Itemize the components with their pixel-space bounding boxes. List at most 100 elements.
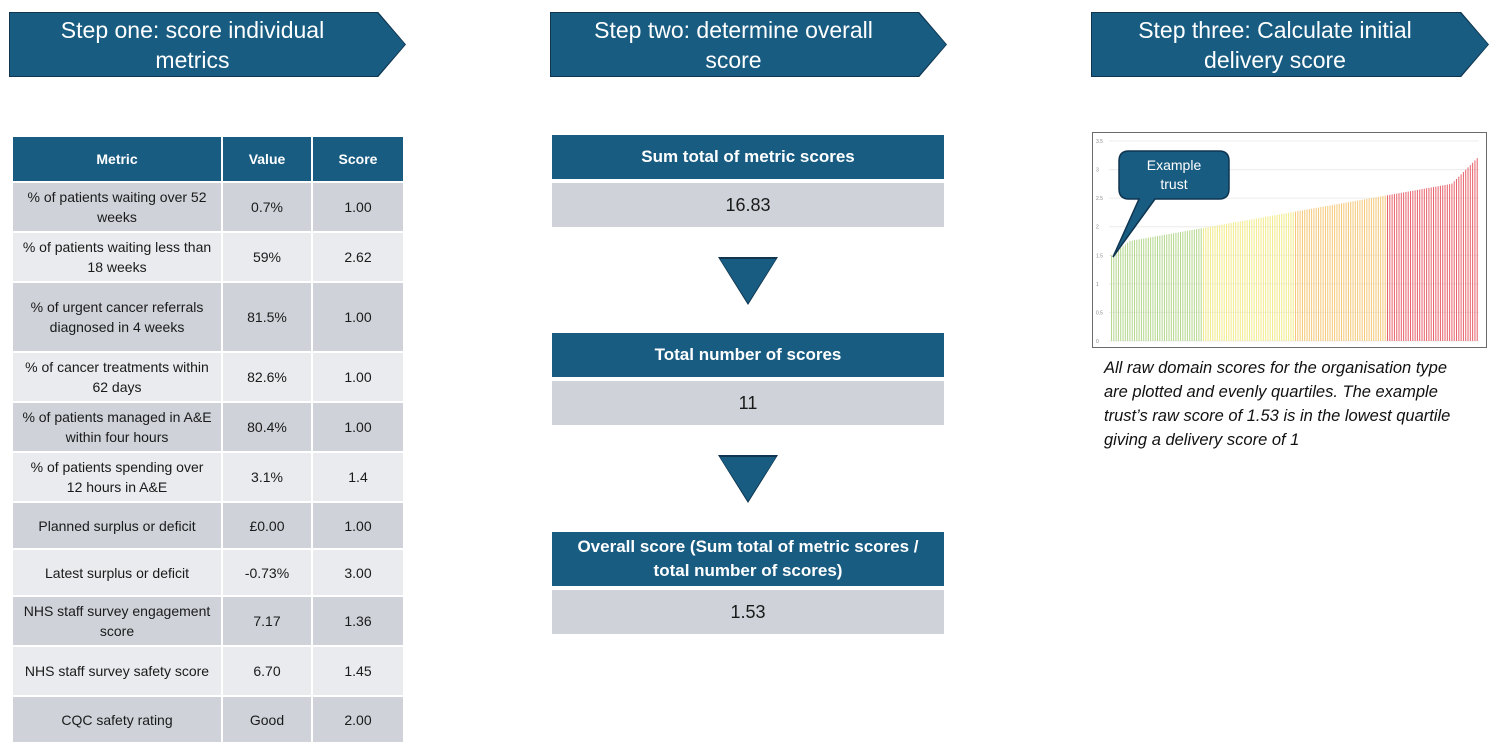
quartile-chart-svg: 3.532.521.510.50 Example trust bbox=[1096, 139, 1479, 345]
chart-bar bbox=[1375, 197, 1377, 341]
step-three-title-line1: Step three: Calculate initial bbox=[1138, 16, 1412, 43]
chart-bar bbox=[1163, 234, 1165, 341]
chart-bar bbox=[1168, 234, 1170, 341]
chart-bar bbox=[1451, 183, 1453, 341]
metric-cell: Planned surplus or deficit bbox=[11, 501, 223, 550]
metric-cell: CQC safety rating bbox=[11, 695, 223, 744]
chart-bar bbox=[1145, 238, 1147, 341]
table-row: % of patients waiting less than 18 weeks… bbox=[11, 231, 405, 283]
score-cell: 1.00 bbox=[311, 501, 405, 550]
chart-bar bbox=[1235, 222, 1237, 341]
score-cell: 1.00 bbox=[311, 351, 405, 403]
chart-bar bbox=[1127, 242, 1129, 341]
chart-bar bbox=[1120, 248, 1122, 341]
chart-bar bbox=[1299, 210, 1301, 341]
chart-bar bbox=[1380, 196, 1382, 341]
chart-bar bbox=[1465, 169, 1467, 341]
chart-bar bbox=[1239, 221, 1241, 341]
score-cell: 1.00 bbox=[311, 281, 405, 353]
chart-bar bbox=[1223, 224, 1225, 341]
chart-bar bbox=[1150, 237, 1152, 341]
chart-bar bbox=[1255, 218, 1257, 341]
total-number-header: Total number of scores bbox=[552, 333, 944, 377]
chart-bar bbox=[1400, 192, 1402, 341]
y-tick-label: 2 bbox=[1096, 225, 1099, 231]
chart-bar bbox=[1456, 178, 1458, 341]
chart-bar bbox=[1228, 223, 1230, 341]
y-tick-label: 0 bbox=[1096, 339, 1099, 345]
sum-total-header: Sum total of metric scores bbox=[552, 135, 944, 179]
chart-bar bbox=[1368, 198, 1370, 341]
metric-cell: Latest surplus or deficit bbox=[11, 548, 223, 597]
step-three-banner: Step three: Calculate initial delivery s… bbox=[1092, 13, 1488, 76]
score-cell: 2.00 bbox=[311, 695, 405, 744]
chart-bar bbox=[1182, 231, 1184, 341]
chart-bar bbox=[1249, 219, 1251, 341]
value-cell: 82.6% bbox=[221, 351, 313, 403]
table-row: NHS staff survey safety score 6.70 1.45 bbox=[11, 645, 405, 697]
chart-bar bbox=[1297, 211, 1299, 341]
chart-bar bbox=[1154, 236, 1156, 341]
column-header-value: Value bbox=[221, 135, 313, 183]
chart-caption: All raw domain scores for the organisati… bbox=[1104, 359, 1451, 449]
chart-bar bbox=[1449, 184, 1451, 341]
callout-label-line1: Example bbox=[1147, 157, 1202, 173]
chart-bar bbox=[1285, 213, 1287, 341]
chart-bar bbox=[1221, 224, 1223, 341]
chart-bar bbox=[1207, 227, 1209, 341]
chart-bar bbox=[1387, 195, 1389, 341]
chart-bar bbox=[1219, 225, 1221, 341]
down-arrow-icon-fill bbox=[720, 457, 776, 501]
overall-score-label-line1: Overall score (Sum total of metric score… bbox=[577, 537, 919, 556]
value-cell: 80.4% bbox=[221, 401, 313, 453]
chart-bar bbox=[1242, 220, 1244, 341]
chart-bar bbox=[1186, 230, 1188, 341]
score-cell: 1.00 bbox=[311, 401, 405, 453]
chart-bar bbox=[1295, 211, 1297, 341]
score-cell: 1.00 bbox=[311, 181, 405, 233]
chart-bar bbox=[1311, 208, 1313, 341]
column-header-metric: Metric bbox=[11, 135, 223, 183]
chart-bar bbox=[1136, 239, 1138, 341]
chart-bar bbox=[1370, 198, 1372, 341]
chart-bar bbox=[1152, 236, 1154, 341]
value-cell: 0.7% bbox=[221, 181, 313, 233]
chart-bar bbox=[1322, 206, 1324, 341]
chart-bar bbox=[1364, 199, 1366, 341]
chart-bar bbox=[1159, 235, 1161, 341]
value-cell: 3.1% bbox=[221, 451, 313, 503]
chart-bar bbox=[1324, 206, 1326, 341]
score-cell: 2.62 bbox=[311, 231, 405, 283]
chart-bar bbox=[1331, 205, 1333, 341]
table-row: CQC safety rating Good 2.00 bbox=[11, 695, 405, 744]
chart-bar bbox=[1281, 214, 1283, 341]
chart-bar bbox=[1320, 207, 1322, 341]
chart-bar bbox=[1147, 237, 1149, 341]
chart-bar bbox=[1230, 223, 1232, 341]
chart-bar bbox=[1462, 172, 1464, 341]
chart-bar bbox=[1232, 222, 1234, 341]
chart-bar bbox=[1138, 239, 1140, 341]
chart-bar bbox=[1253, 218, 1255, 341]
chart-bar bbox=[1398, 193, 1400, 341]
chart-bar bbox=[1129, 240, 1131, 341]
table-row: NHS staff survey engagement score 7.17 1… bbox=[11, 595, 405, 647]
metric-cell: % of patients managed in A&E within four… bbox=[11, 401, 223, 453]
value-cell: £0.00 bbox=[221, 501, 313, 550]
step-one-title-line1: Step one: score individual bbox=[60, 16, 325, 43]
table-row: Latest surplus or deficit -0.73% 3.00 bbox=[11, 548, 405, 597]
chart-bar bbox=[1472, 162, 1474, 341]
chart-bar bbox=[1405, 191, 1407, 341]
chart-bar bbox=[1189, 230, 1191, 341]
chart-bar bbox=[1301, 210, 1303, 341]
chart-bar bbox=[1396, 193, 1398, 341]
chart-bar bbox=[1140, 238, 1142, 341]
chart-bar bbox=[1214, 225, 1216, 341]
y-tick-label: 1 bbox=[1096, 282, 1099, 288]
overall-score-value: 1.53 bbox=[552, 590, 944, 634]
step-two-title-line1: Step two: determine overall bbox=[594, 16, 873, 43]
y-tick-label: 1.5 bbox=[1096, 253, 1103, 259]
chart-bar bbox=[1460, 174, 1462, 341]
chart-bar bbox=[1357, 200, 1359, 341]
chart-bar bbox=[1157, 236, 1159, 341]
